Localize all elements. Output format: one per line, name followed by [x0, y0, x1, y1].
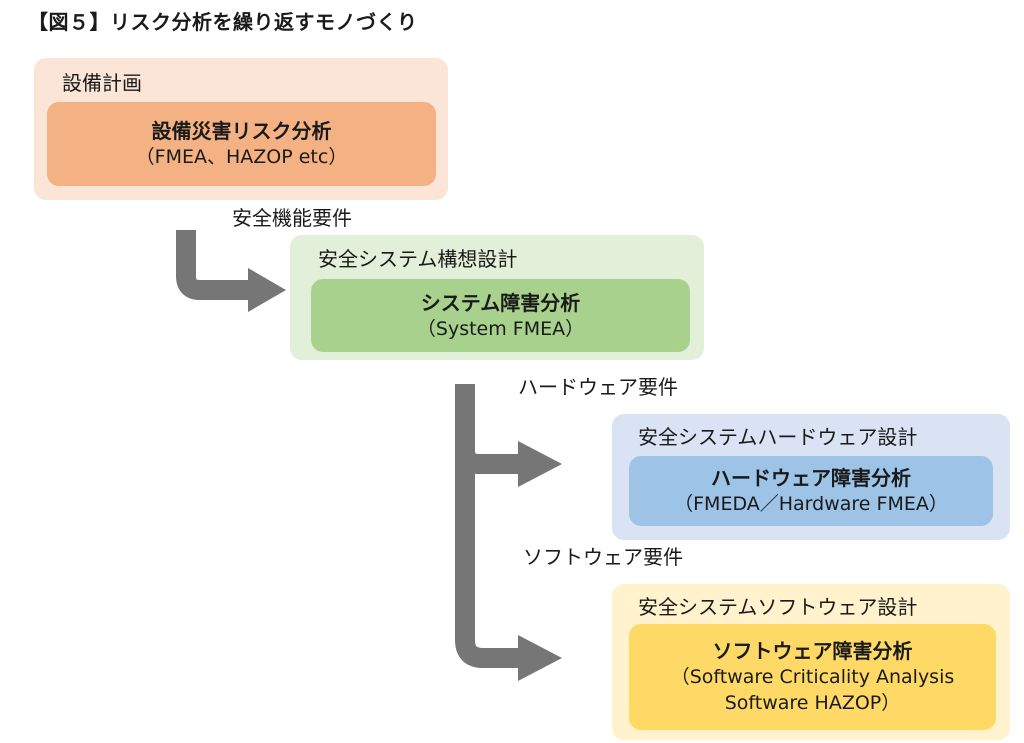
hardware-failure-analysis-box: ハードウェア障害分析 （FMEDA／Hardware FMEA）: [629, 456, 993, 526]
arrow-to-hardware-and-software: [455, 384, 562, 681]
safety-function-requirement: 安全機能要件: [232, 206, 352, 230]
hardware-requirement: ハードウェア要件: [518, 375, 678, 399]
equipment-planning-label: 設備計画: [62, 71, 142, 95]
system-failure-analysis-methods: （System FMEA）: [416, 317, 585, 340]
system-failure-analysis-box: システム障害分析 （System FMEA）: [311, 279, 690, 352]
equipment-risk-analysis-title: 設備災害リスク分析: [151, 119, 332, 143]
figure-title: 【図５】リスク分析を繰り返すモノづくり: [28, 10, 418, 34]
equipment-risk-analysis-box: 設備災害リスク分析 （FMEA、HAZOP etc）: [47, 102, 436, 186]
software-failure-analysis-box: ソフトウェア障害分析 （Software Criticality Analysi…: [629, 624, 996, 730]
equipment-risk-analysis-methods: （FMEA、HAZOP etc）: [135, 146, 348, 168]
system-concept-design-label: 安全システム構想設計: [318, 247, 518, 271]
software-requirement: ソフトウェア要件: [523, 545, 683, 569]
software-failure-analysis-methods: （Software Criticality Analysis Software …: [670, 666, 955, 714]
software-design-label: 安全システムソフトウェア設計: [638, 595, 918, 619]
system-failure-analysis-title: システム障害分析: [420, 290, 581, 315]
hardware-failure-analysis-methods: （FMEDA／Hardware FMEA）: [674, 493, 948, 515]
hardware-design-label: 安全システムハードウェア設計: [638, 425, 918, 449]
hardware-failure-analysis-title: ハードウェア障害分析: [711, 466, 911, 490]
arrow-to-system: [176, 230, 286, 312]
software-failure-analysis-title: ソフトウェア障害分析: [712, 639, 913, 663]
